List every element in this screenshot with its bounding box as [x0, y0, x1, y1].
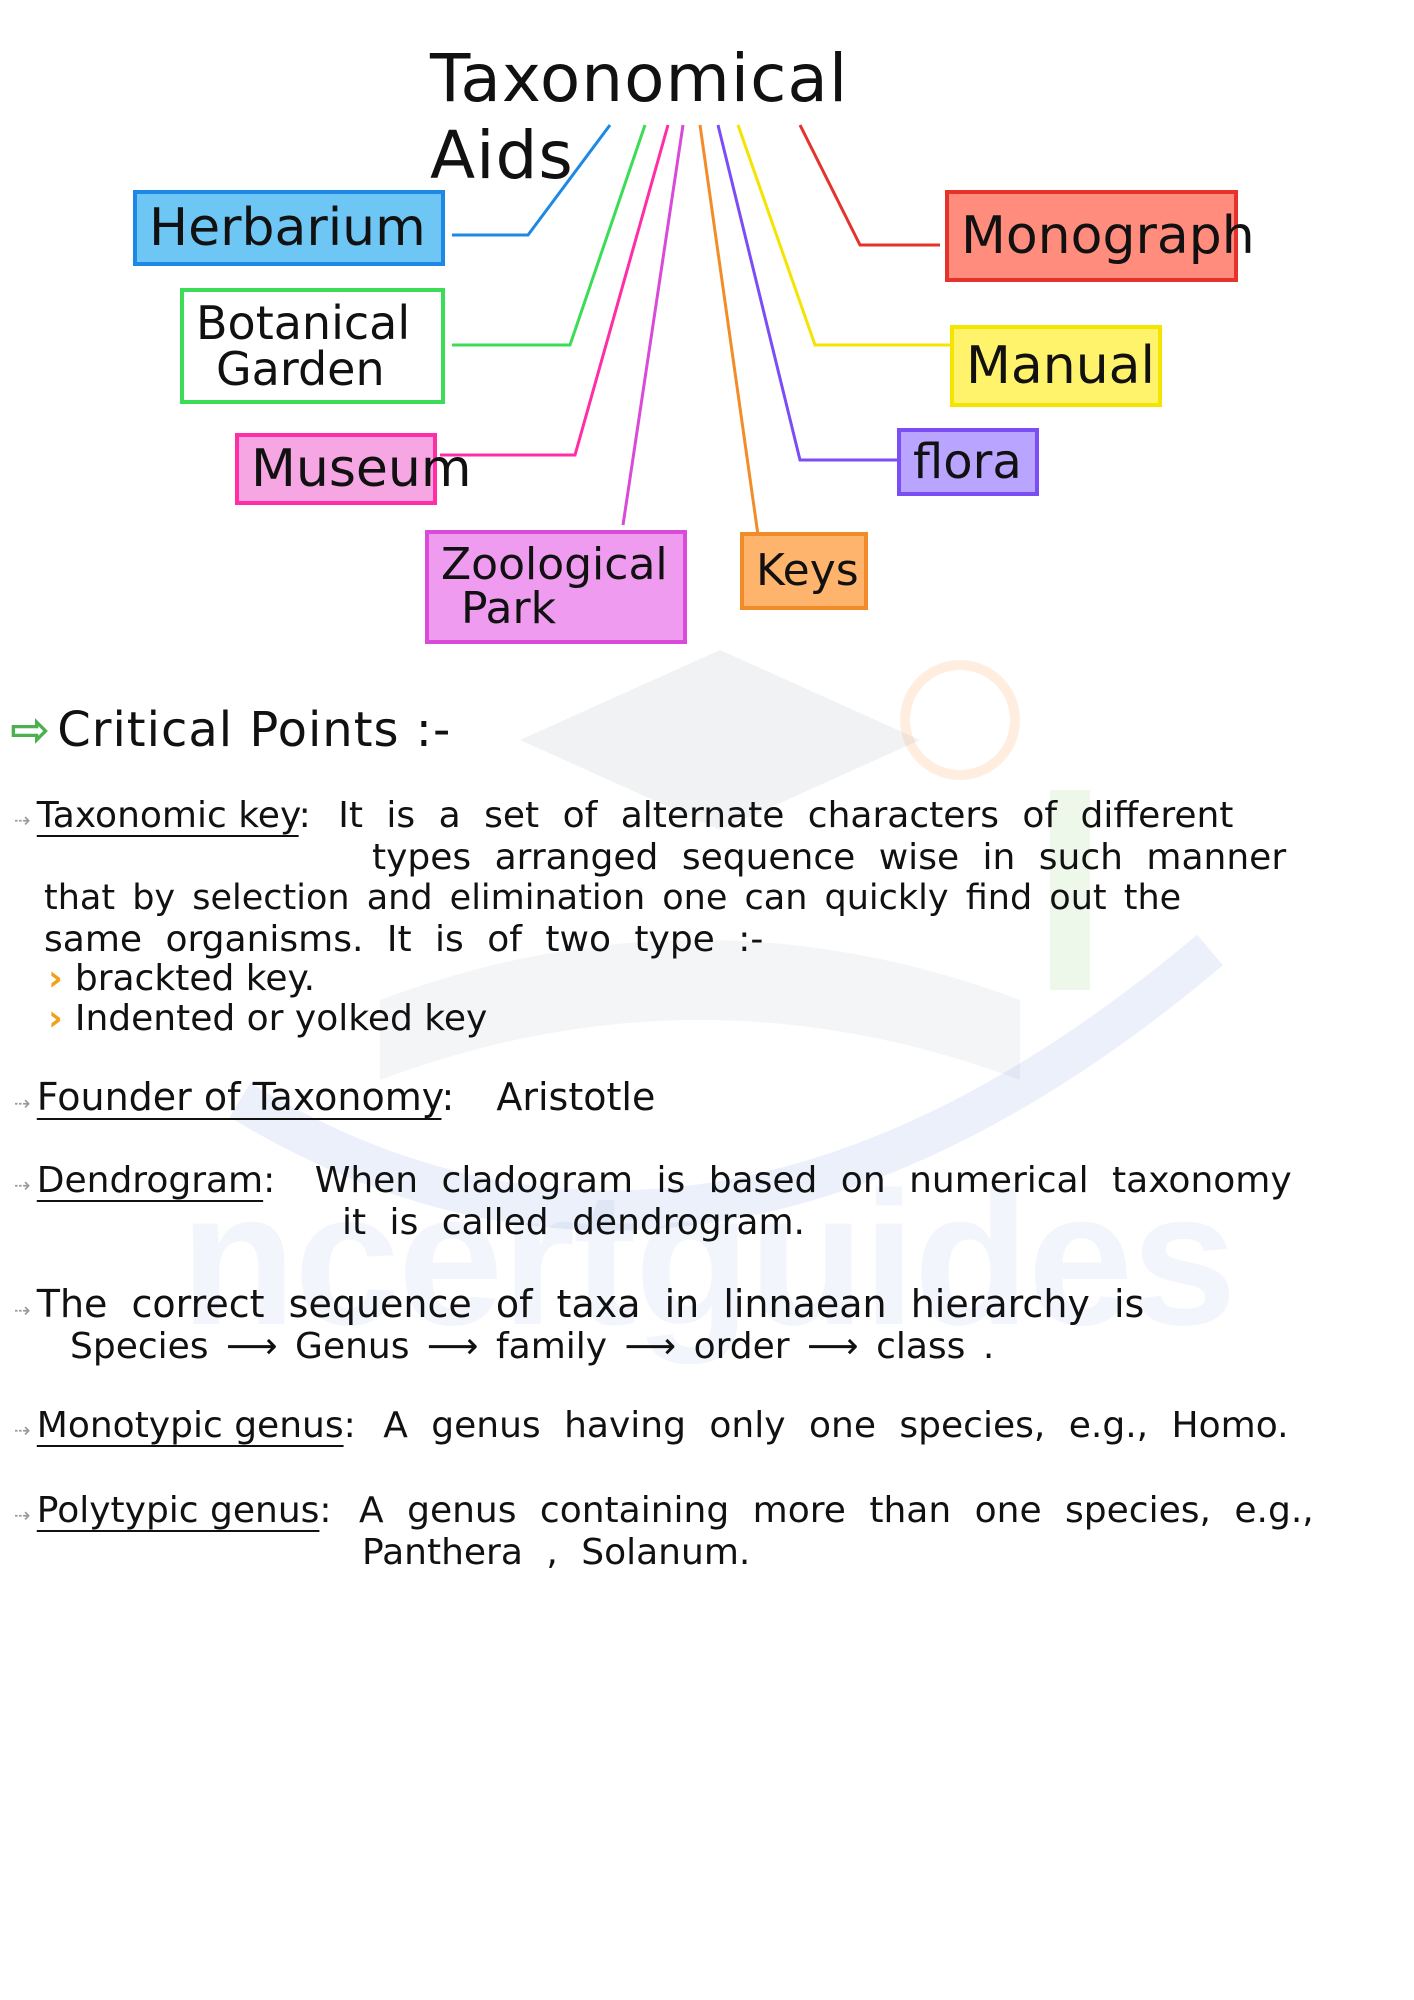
dendrogram-row: ⇢Dendrogram: When cladogram is based on … — [14, 1160, 1292, 1201]
taxonomic-key-line1: It is a set of alternate characters of d… — [338, 795, 1234, 836]
term-monotypic-genus: Monotypic genus — [36, 1405, 344, 1446]
chevron-right-icon: › — [48, 998, 63, 1039]
sequence-line1: The correct sequence of taxa in linnaean… — [36, 1282, 1145, 1326]
polytypic-line2: Panthera , Solanum. — [362, 1532, 751, 1573]
taxonomic-key-row: ⇢Taxonomic key: It is a set of alternate… — [14, 795, 1234, 836]
bullet-arrow-icon: ⇢ — [14, 1298, 31, 1322]
box-herbarium: Herbarium — [133, 190, 445, 266]
term-founder-of-taxonomy: Founder of Taxonomy — [36, 1075, 442, 1119]
arrow-right-icon: ⇨ — [10, 702, 52, 758]
bullet-arrow-icon: ⇢ — [14, 1091, 31, 1115]
term-polytypic-genus: Polytypic genus — [36, 1490, 320, 1531]
taxonomical-aids-diagram: Taxonomical Aids Herbarium Botanical Gar… — [0, 0, 1414, 660]
founder-value: Aristotle — [496, 1075, 656, 1119]
key-type-item: ›brackted key. — [48, 958, 316, 999]
dendrogram-line2: it is called dendrogram. — [342, 1202, 805, 1243]
box-zoological-park: Zoological Park — [425, 530, 687, 644]
watermark: ncertguides — [180, 1153, 1237, 1365]
bullet-arrow-icon: ⇢ — [14, 808, 31, 832]
box-monograph: Monograph — [945, 190, 1255, 282]
bullet-arrow-icon: ⇢ — [14, 1173, 31, 1197]
bullet-arrow-icon: ⇢ — [14, 1418, 31, 1442]
box-museum: Museum — [235, 433, 472, 505]
taxonomic-key-line2: types arranged sequence wise in such man… — [372, 837, 1287, 878]
monotypic-value: A genus having only one species, e.g., H… — [383, 1405, 1289, 1446]
polytypic-row: ⇢Polytypic genus: A genus containing mor… — [14, 1490, 1314, 1531]
dendrogram-line1: When cladogram is based on numerical tax… — [314, 1160, 1292, 1201]
taxonomic-key-line3: that by selection and elimination one ca… — [44, 878, 1182, 918]
founder-row: ⇢Founder of Taxonomy: Aristotle — [14, 1075, 656, 1119]
key-type-item: ›Indented or yolked key — [48, 998, 488, 1039]
sequence-row: ⇢The correct sequence of taxa in linnaea… — [14, 1282, 1144, 1326]
critical-points-heading: ⇨Critical Points :- — [10, 702, 452, 758]
chevron-right-icon: › — [48, 958, 63, 999]
taxonomic-key-line4: same organisms. It is of two type :- — [44, 919, 764, 960]
monotypic-row: ⇢Monotypic genus: A genus having only on… — [14, 1405, 1289, 1446]
box-flora: flora — [897, 428, 1039, 496]
sequence-line2: Species ⟶ Genus ⟶ family ⟶ order ⟶ class… — [70, 1326, 995, 1367]
term-taxonomic-key: Taxonomic key — [36, 795, 299, 836]
box-botanical-garden: Botanical Garden — [180, 288, 445, 404]
term-dendrogram: Dendrogram — [36, 1160, 264, 1201]
connector-lines — [440, 124, 950, 536]
diagram-title: Taxonomical Aids — [430, 40, 849, 194]
box-manual: Manual — [950, 325, 1162, 407]
box-keys: Keys — [740, 532, 868, 610]
polytypic-line1: A genus containing more than one species… — [359, 1490, 1314, 1531]
bullet-arrow-icon: ⇢ — [14, 1503, 31, 1527]
